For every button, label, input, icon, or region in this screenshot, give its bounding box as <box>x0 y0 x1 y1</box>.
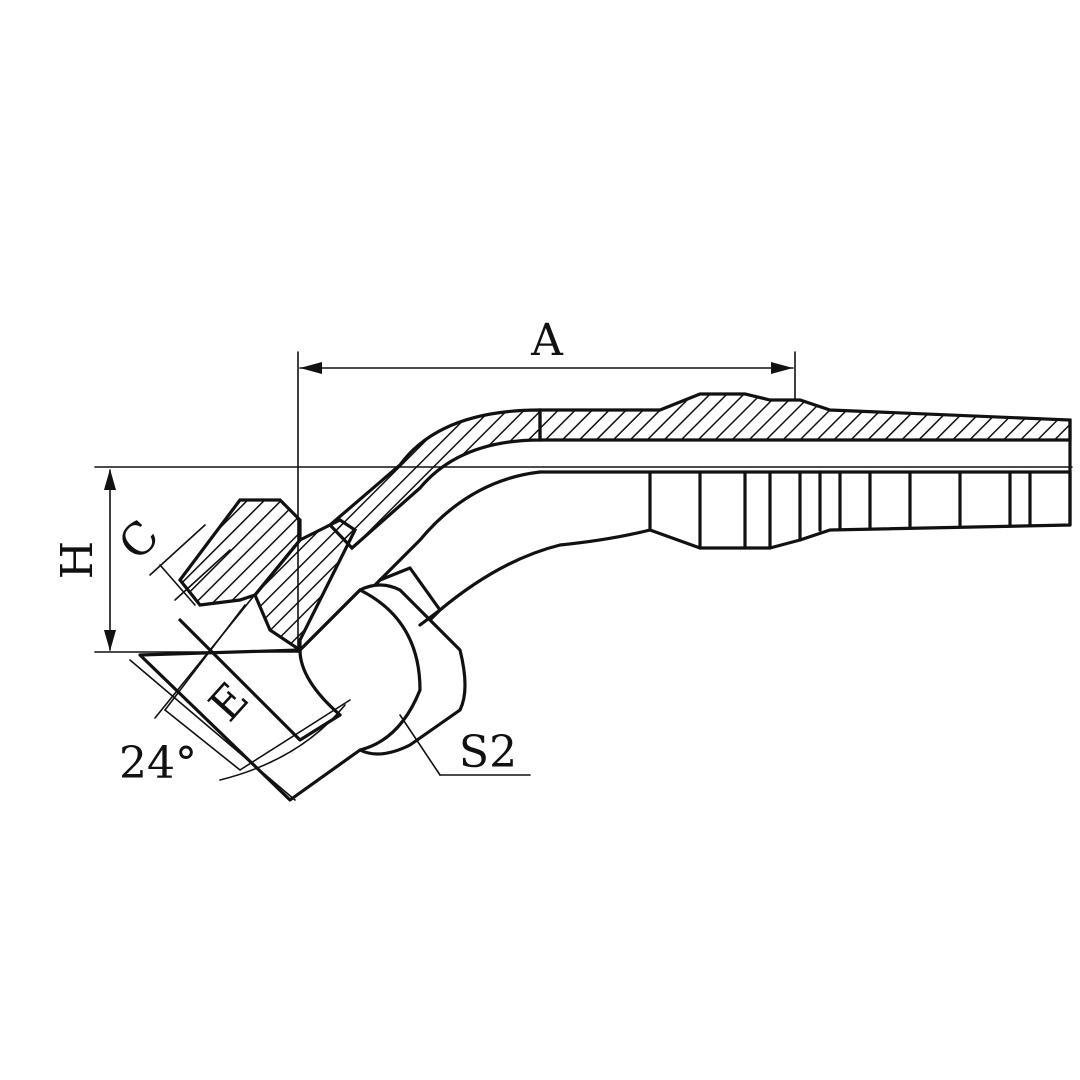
label-h: H <box>52 541 103 579</box>
tail-lower-body <box>538 418 1072 550</box>
label-angle: 24° <box>119 738 197 789</box>
label-s2: S2 <box>459 727 517 778</box>
dimension-a <box>297 351 796 651</box>
dimension-c <box>149 524 231 606</box>
dimension-angle <box>154 544 346 781</box>
cone-seat <box>177 498 358 653</box>
label-c: C <box>109 511 169 570</box>
dimension-h <box>94 469 301 653</box>
hex-nut <box>138 566 467 802</box>
tail-upper-wall <box>538 392 1072 442</box>
leader-s2 <box>399 714 531 776</box>
bend-inner-wall <box>358 470 652 642</box>
label-a: A <box>530 315 564 366</box>
